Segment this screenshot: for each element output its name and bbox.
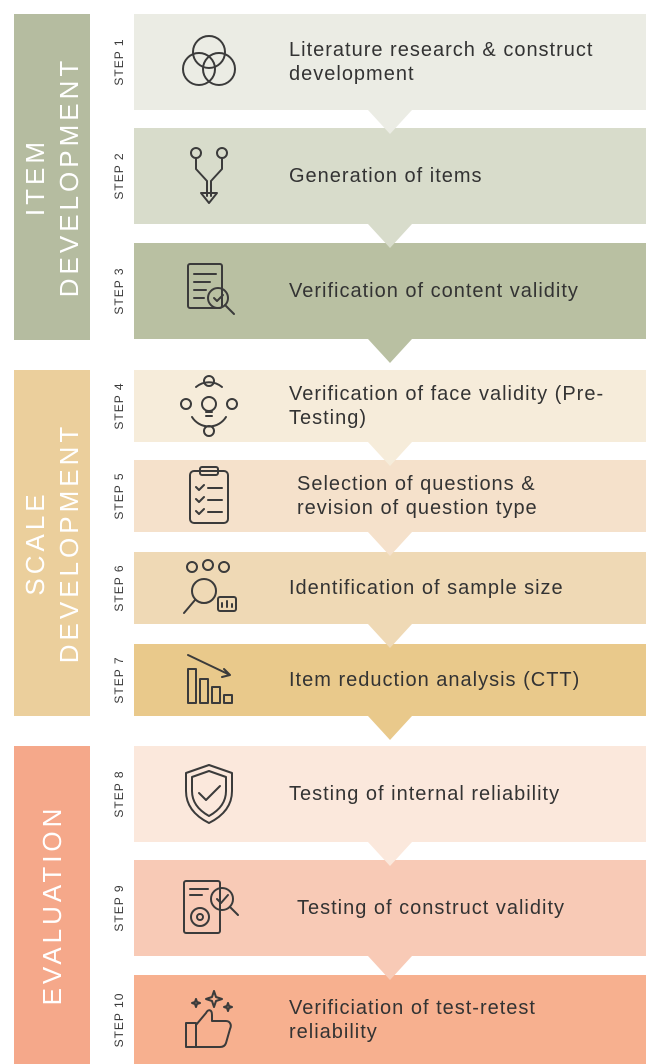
step-text: Testing of internal reliability — [289, 783, 561, 805]
phase-title: ITEM DEVELOPMENT — [20, 56, 84, 298]
step-7-box: Item reduction analysis (CTT) — [134, 644, 646, 740]
phase-title: SCALE DEVELOPMENT — [20, 422, 84, 664]
step-4-box: Verification of face validity (Pre-Testi… — [134, 370, 646, 466]
step-text: Item reduction analysis (CTT) — [289, 669, 581, 691]
idea-cycle-icon — [180, 375, 238, 437]
flow-arrow — [368, 532, 412, 556]
step-6-box: Identification of sample size — [134, 552, 646, 648]
declining-bar-chart-icon — [187, 654, 233, 704]
flow-arrow — [368, 442, 412, 466]
step-text: Generation of items — [289, 165, 483, 187]
report-settings-icon — [183, 880, 239, 934]
step-text: Identification of sample size — [289, 577, 564, 599]
flow-arrow — [368, 716, 412, 740]
flow-arrow — [368, 624, 412, 648]
flow-arrow — [368, 956, 412, 980]
step-10-box: Verificiation of test-retest reliability — [134, 975, 646, 1064]
document-search-icon — [187, 263, 235, 315]
people-analytics-icon — [183, 559, 237, 614]
phase-item-development: ITEM DEVELOPMENT — [14, 14, 90, 340]
flow-arrow — [368, 842, 412, 866]
step-5-box: Selection of questions & revision of que… — [134, 460, 646, 556]
merge-arrows-icon — [190, 147, 228, 204]
step-text: Verificiation of test-retest reliability — [289, 996, 536, 1043]
phase-title: EVALUATION — [37, 804, 67, 1006]
step-text: Literature research & construct developm… — [289, 39, 594, 85]
venn-circles-icon — [182, 35, 236, 86]
phase-scale-development: SCALE DEVELOPMENT — [14, 370, 90, 716]
flow-arrow — [368, 110, 412, 134]
clipboard-checklist-icon — [189, 466, 229, 524]
step-1-box: Literature research & construct developm… — [134, 14, 646, 134]
flow-arrow — [368, 339, 412, 363]
step-text: Testing of construct validity — [297, 897, 565, 919]
step-text: Verification of content validity — [289, 280, 579, 302]
step-text: Verification of face validity (Pre-Testi… — [289, 383, 605, 429]
step-3-box: Verification of content validity — [134, 243, 646, 363]
step-2-box: Generation of items — [134, 128, 646, 248]
shield-check-icon — [185, 764, 233, 824]
step-8-box: Testing of internal reliability — [134, 746, 646, 866]
step-9-box: Testing of construct validity — [134, 860, 646, 980]
step-text: Selection of questions & revision of que… — [297, 473, 538, 519]
phase-evaluation: EVALUATION — [14, 746, 90, 1064]
flow-arrow — [368, 224, 412, 248]
thumbs-up-sparkle-icon — [185, 989, 233, 1048]
